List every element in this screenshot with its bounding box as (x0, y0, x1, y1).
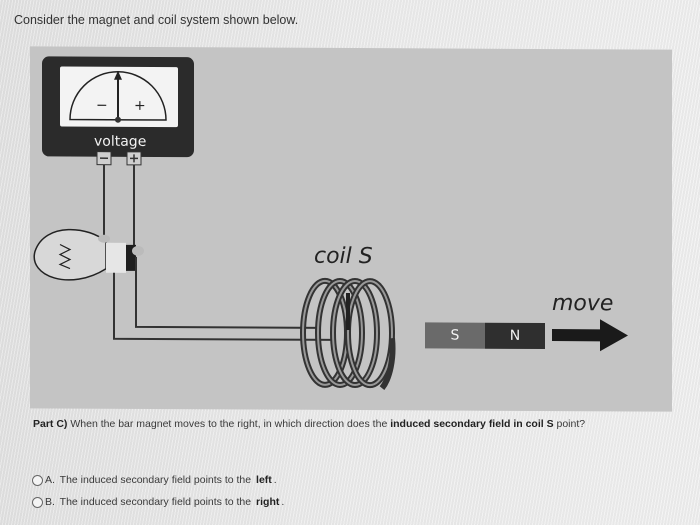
coil-label: coil S (314, 243, 373, 270)
move-right-arrow-icon (552, 319, 628, 352)
question-body: When the bar magnet moves to the right, … (67, 418, 391, 430)
magnet-north-pole: N (485, 322, 545, 350)
question-end: point? (553, 418, 586, 430)
option-b[interactable]: B. The induced secondary field points to… (32, 496, 284, 508)
voltage-label: voltage (94, 133, 147, 150)
question-emphasis: induced secondary field in coil S (390, 418, 554, 430)
option-text: The induced secondary field points to th… (56, 474, 255, 486)
question-text: Part C) When the bar magnet moves to the… (33, 417, 643, 431)
option-emphasis: left (256, 474, 272, 486)
light-bulb-icon (33, 228, 144, 281)
svg-text:−: − (96, 98, 108, 114)
intro-text: Consider the magnet and coil system show… (14, 13, 299, 27)
option-text: The induced secondary field points to th… (56, 496, 255, 508)
radio-button-icon[interactable] (32, 496, 43, 508)
option-end: . (281, 496, 285, 508)
magnet-south-pole: S (425, 322, 485, 349)
radio-button-icon[interactable] (32, 474, 43, 486)
option-emphasis: right (256, 496, 280, 508)
option-a[interactable]: A. The induced secondary field points to… (32, 474, 277, 486)
magnet-coil-figure: − + (30, 46, 672, 412)
voltmeter-icon: − + (42, 56, 194, 166)
option-letter: A. (45, 474, 55, 486)
option-end: . (273, 474, 277, 486)
question-part: Part C) (33, 418, 68, 430)
svg-text:+: + (134, 98, 146, 114)
coil-icon (300, 277, 396, 391)
circuit-diagram: − + (33, 56, 628, 391)
option-letter: B. (45, 496, 55, 508)
move-label: move (552, 291, 614, 317)
